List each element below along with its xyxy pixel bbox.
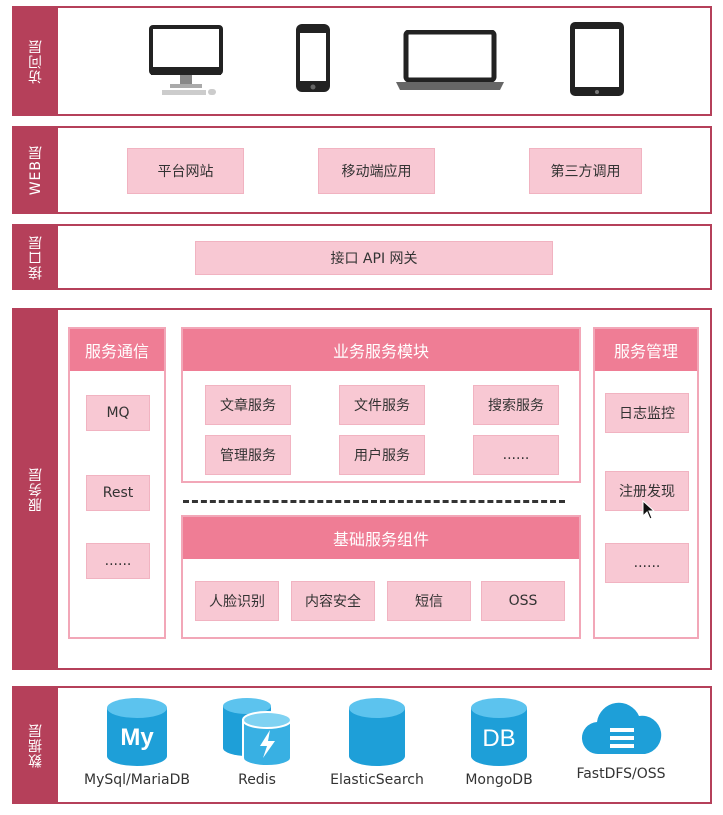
access-layer-label: 访问层 bbox=[14, 8, 58, 114]
db-label-fastdfs: FastDFS/OSS bbox=[576, 766, 666, 782]
biz-item-file: 文件服务 bbox=[339, 385, 425, 425]
mysql-database-icon: My bbox=[107, 698, 167, 766]
comm-item-mq: MQ bbox=[86, 395, 150, 431]
web-item-platform-site: 平台网站 bbox=[127, 148, 244, 194]
base-item-content-security: 内容安全 bbox=[291, 581, 375, 621]
separator-dash-line bbox=[183, 500, 565, 503]
laptop-icon bbox=[396, 30, 504, 90]
service-communication-panel: 服务通信 MQ Rest ...... bbox=[68, 327, 166, 639]
svg-text:My: My bbox=[120, 724, 154, 751]
service-layer-label: 服务层 bbox=[14, 310, 58, 668]
biz-item-user: 用户服务 bbox=[339, 435, 425, 475]
base-component-title: 基础服务组件 bbox=[183, 517, 579, 559]
interface-layer: 接口层 接口 API 网关 bbox=[12, 224, 712, 290]
elasticsearch-database-icon bbox=[349, 698, 405, 766]
db-label-mongodb: MongoDB bbox=[465, 772, 533, 788]
service-management-title: 服务管理 bbox=[595, 329, 697, 371]
mgmt-item-more: ...... bbox=[605, 543, 689, 583]
base-component-panel: 基础服务组件 人脸识别 内容安全 短信 OSS bbox=[181, 515, 581, 639]
service-management-panel: 服务管理 日志监控 注册发现 ...... bbox=[593, 327, 699, 639]
cloud-storage-icon bbox=[581, 702, 662, 755]
service-communication-title: 服务通信 bbox=[70, 329, 164, 371]
biz-item-search: 搜索服务 bbox=[473, 385, 559, 425]
db-label-mysql: MySql/MariaDB bbox=[83, 772, 190, 788]
interface-layer-label: 接口层 bbox=[14, 226, 58, 288]
db-elasticsearch: ElasticSearch bbox=[312, 696, 442, 788]
mgmt-item-log-monitor: 日志监控 bbox=[605, 393, 689, 433]
comm-item-rest: Rest bbox=[86, 475, 150, 511]
tablet-icon bbox=[570, 22, 624, 96]
db-label-redis: Redis bbox=[238, 772, 276, 788]
db-fastdfs: FastDFS/OSS bbox=[556, 698, 686, 782]
web-item-third-party: 第三方调用 bbox=[529, 148, 642, 194]
mouse-cursor-icon bbox=[642, 500, 656, 520]
data-layer: 数据层 My MySql/MariaDB Redis ElasticSearch bbox=[12, 686, 712, 804]
db-mysql: My MySql/MariaDB bbox=[72, 696, 202, 788]
phone-icon bbox=[296, 24, 330, 92]
base-item-sms: 短信 bbox=[387, 581, 471, 621]
data-layer-label: 数据层 bbox=[14, 688, 58, 802]
base-item-oss: OSS bbox=[481, 581, 565, 621]
db-mongodb: DB MongoDB bbox=[434, 696, 564, 788]
business-service-panel: 业务服务模块 文章服务 文件服务 搜索服务 管理服务 用户服务 ...... bbox=[181, 327, 581, 483]
comm-item-more: ...... bbox=[86, 543, 150, 579]
db-redis: Redis bbox=[192, 696, 322, 788]
biz-item-article: 文章服务 bbox=[205, 385, 291, 425]
web-layer: WEB层 平台网站 移动端应用 第三方调用 bbox=[12, 126, 712, 214]
redis-database-icon bbox=[223, 698, 292, 767]
biz-item-admin: 管理服务 bbox=[205, 435, 291, 475]
api-gateway: 接口 API 网关 bbox=[195, 241, 553, 275]
access-layer: 访问层 bbox=[12, 6, 712, 116]
desktop-icon bbox=[149, 25, 223, 95]
mongodb-database-icon: DB bbox=[471, 698, 527, 766]
biz-item-more: ...... bbox=[473, 435, 559, 475]
base-item-face-recognition: 人脸识别 bbox=[195, 581, 279, 621]
web-layer-label: WEB层 bbox=[14, 128, 58, 212]
svg-text:DB: DB bbox=[482, 725, 515, 752]
db-label-elasticsearch: ElasticSearch bbox=[330, 772, 424, 788]
business-service-title: 业务服务模块 bbox=[183, 329, 579, 371]
web-item-mobile-app: 移动端应用 bbox=[318, 148, 435, 194]
